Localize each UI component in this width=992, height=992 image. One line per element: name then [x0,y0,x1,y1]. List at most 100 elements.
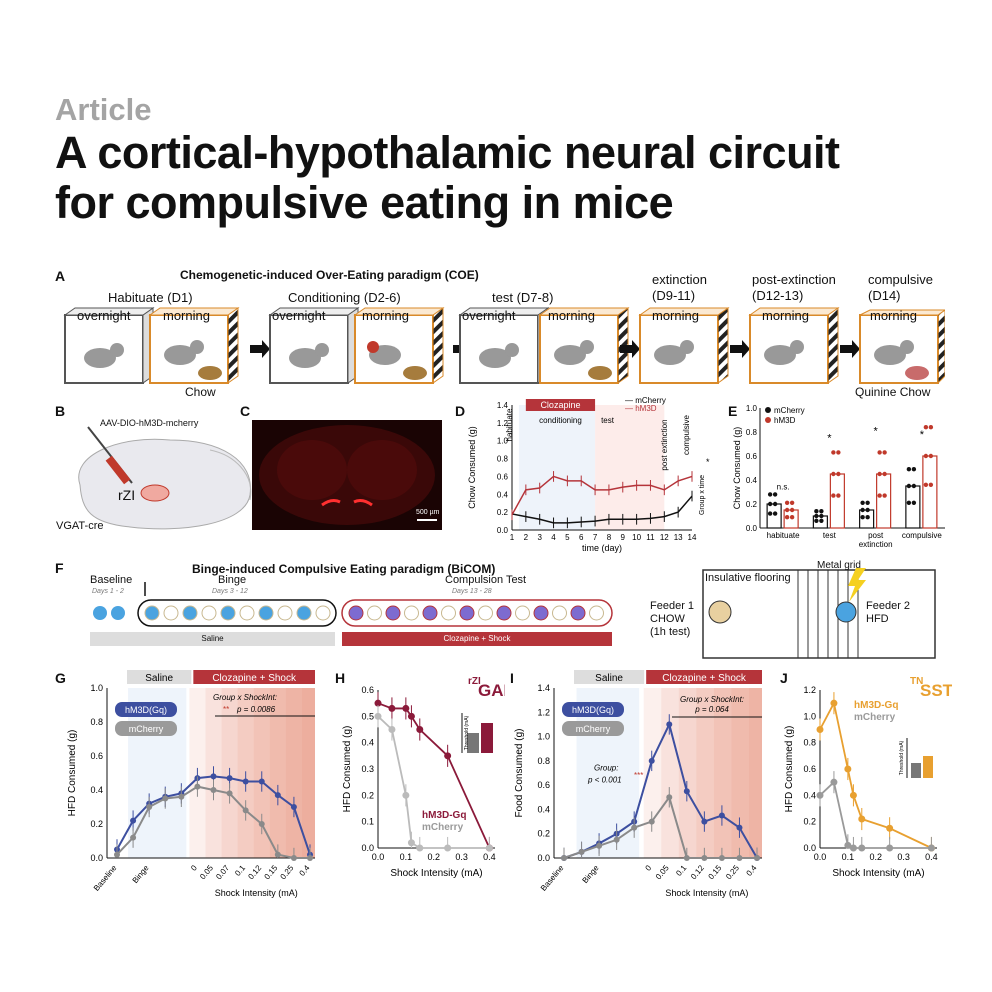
d-xtick: 2 [524,533,529,542]
chartI-point-mCherry [683,855,690,861]
chartH-point-mCherry [416,844,424,852]
chartJ-ytick: 0.6 [803,764,816,774]
d-stat: Group x time [699,475,706,515]
stage-conditioning: Conditioning (D2-6) [288,290,401,305]
clozapine-bar [525,399,596,411]
cage-morning-3 [538,307,630,384]
chartH-ytick: 0.4 [361,738,374,748]
d-ytick: 0.4 [497,490,509,499]
d-phase-conditioning: conditioning [539,416,582,425]
chartG-ylabel: HFD Consumed (g) [67,730,78,817]
chartI-point-hM3D(Gq) [666,721,673,728]
chartG-point-mCherry [258,821,265,827]
compulsion-dot [478,605,493,621]
label-morning-4: morning [652,308,699,323]
compulsion-dot [367,605,382,621]
chartI-shock-shade [731,688,762,858]
insulative-label: Insulative flooring [705,572,791,584]
e-dot [923,482,929,487]
cage-morning-1 [148,307,240,384]
chartJ-xtick: 0.2 [869,852,882,862]
e-dot [865,507,870,513]
e-dot [836,471,841,477]
e-dot [814,509,819,514]
e-dot [831,471,836,477]
chartH-point-hM3D-Gq [444,752,452,760]
e-dot [911,467,917,472]
cage-morning-2 [353,307,445,384]
chartG-saline-bar [127,670,192,684]
d-legend-hm3d: — hM3D [625,404,657,413]
d-ytick: 1.2 [497,419,509,428]
e-dot [819,513,824,519]
e-dot [911,500,917,505]
clozshock-bar: Clozapine + Shock [342,632,612,646]
e-bar-hM3D [829,473,845,529]
e-dot [772,501,778,507]
feeder2-line1: Feeder 2 [866,600,911,612]
d-line-hM3D [511,475,693,516]
chartI-point-mCherry [561,855,567,861]
d-xtick: 10 [632,533,641,542]
chartG-clozshock-bar [193,670,315,684]
d-xtick: 6 [579,533,584,542]
d-ytick: 0.2 [497,508,509,517]
e-dot [814,513,819,519]
chartJ-ylabel: HFD Consumed (g) [784,726,795,813]
compulsion-dot [459,605,475,621]
binge-dot [239,605,255,621]
chartJ-point-mCherry [849,844,857,852]
histology-image: 500 µm [252,420,442,530]
chartG-point-mCherry [146,804,153,810]
chartI-clozshock-bar [646,670,762,684]
chartJ-ytick: 1.2 [803,685,816,695]
panel-f-title: Binge-induced Compulsive Eating paradigm… [192,562,496,576]
e-dot [860,515,865,520]
compulsion-dot [552,605,567,621]
article-label: Article [55,92,152,127]
binge-dot [296,605,312,621]
chartI-xtick: 0.1 [674,863,688,878]
chartI-xtick: Baseline [539,863,566,893]
compulsion-dot [441,605,456,621]
panel-b-label: B [55,403,66,419]
chartI-legend-hm3d-pill [562,702,624,717]
d-xtick: 13 [674,533,683,542]
chartG-legend-hm3d: hM3D(Gq) [125,705,167,715]
j-series-hm3d: hM3D-Gq [854,700,898,711]
d-phase-test: test [601,416,615,425]
chartI-legend-mcherry: mCherry [576,724,611,734]
chartJ-ytick: 0.0 [803,843,816,853]
d-xtick: 8 [607,533,612,542]
e-dot [923,453,929,459]
chartI-xtick: Binge [581,863,601,885]
e-dot [906,467,912,472]
cage-compulsive [859,309,945,385]
chartH-point-mCherry [374,712,382,720]
chartJ-point-hM3D-Gq [830,699,838,707]
e-xtick: post [868,531,884,540]
chartI-point-mCherry [701,855,708,861]
d-phase-post: post extinction [660,419,669,470]
e-dot [877,450,882,455]
chartJ-ytick: 1.0 [803,711,816,721]
chartH-xtick: 0.4 [483,852,496,862]
chartH-ytick: 0.1 [361,817,374,827]
chartH-point-mCherry [407,839,415,847]
chartH-point-hM3D-Gq [402,704,410,712]
chartG-point-hM3D(Gq) [210,773,217,780]
d-xtick: 12 [660,533,669,542]
label-morning-2: morning [362,308,409,323]
e-dot [865,515,870,520]
chartI-ytick: 1.2 [537,707,550,717]
chartH-point-hM3D-Gq [407,712,415,720]
chartI-ytick: 0.2 [537,829,550,839]
e-xtick: compulsive [902,531,943,540]
chartI-saline-bar [574,670,645,684]
stage-compulsive: compulsive (D14) [868,272,934,303]
stage-post-extinction: post-extinction (D12-13) [752,272,836,303]
compulsion-label: Compulsion Test [445,574,527,586]
e-ytick: 0.2 [746,500,758,509]
